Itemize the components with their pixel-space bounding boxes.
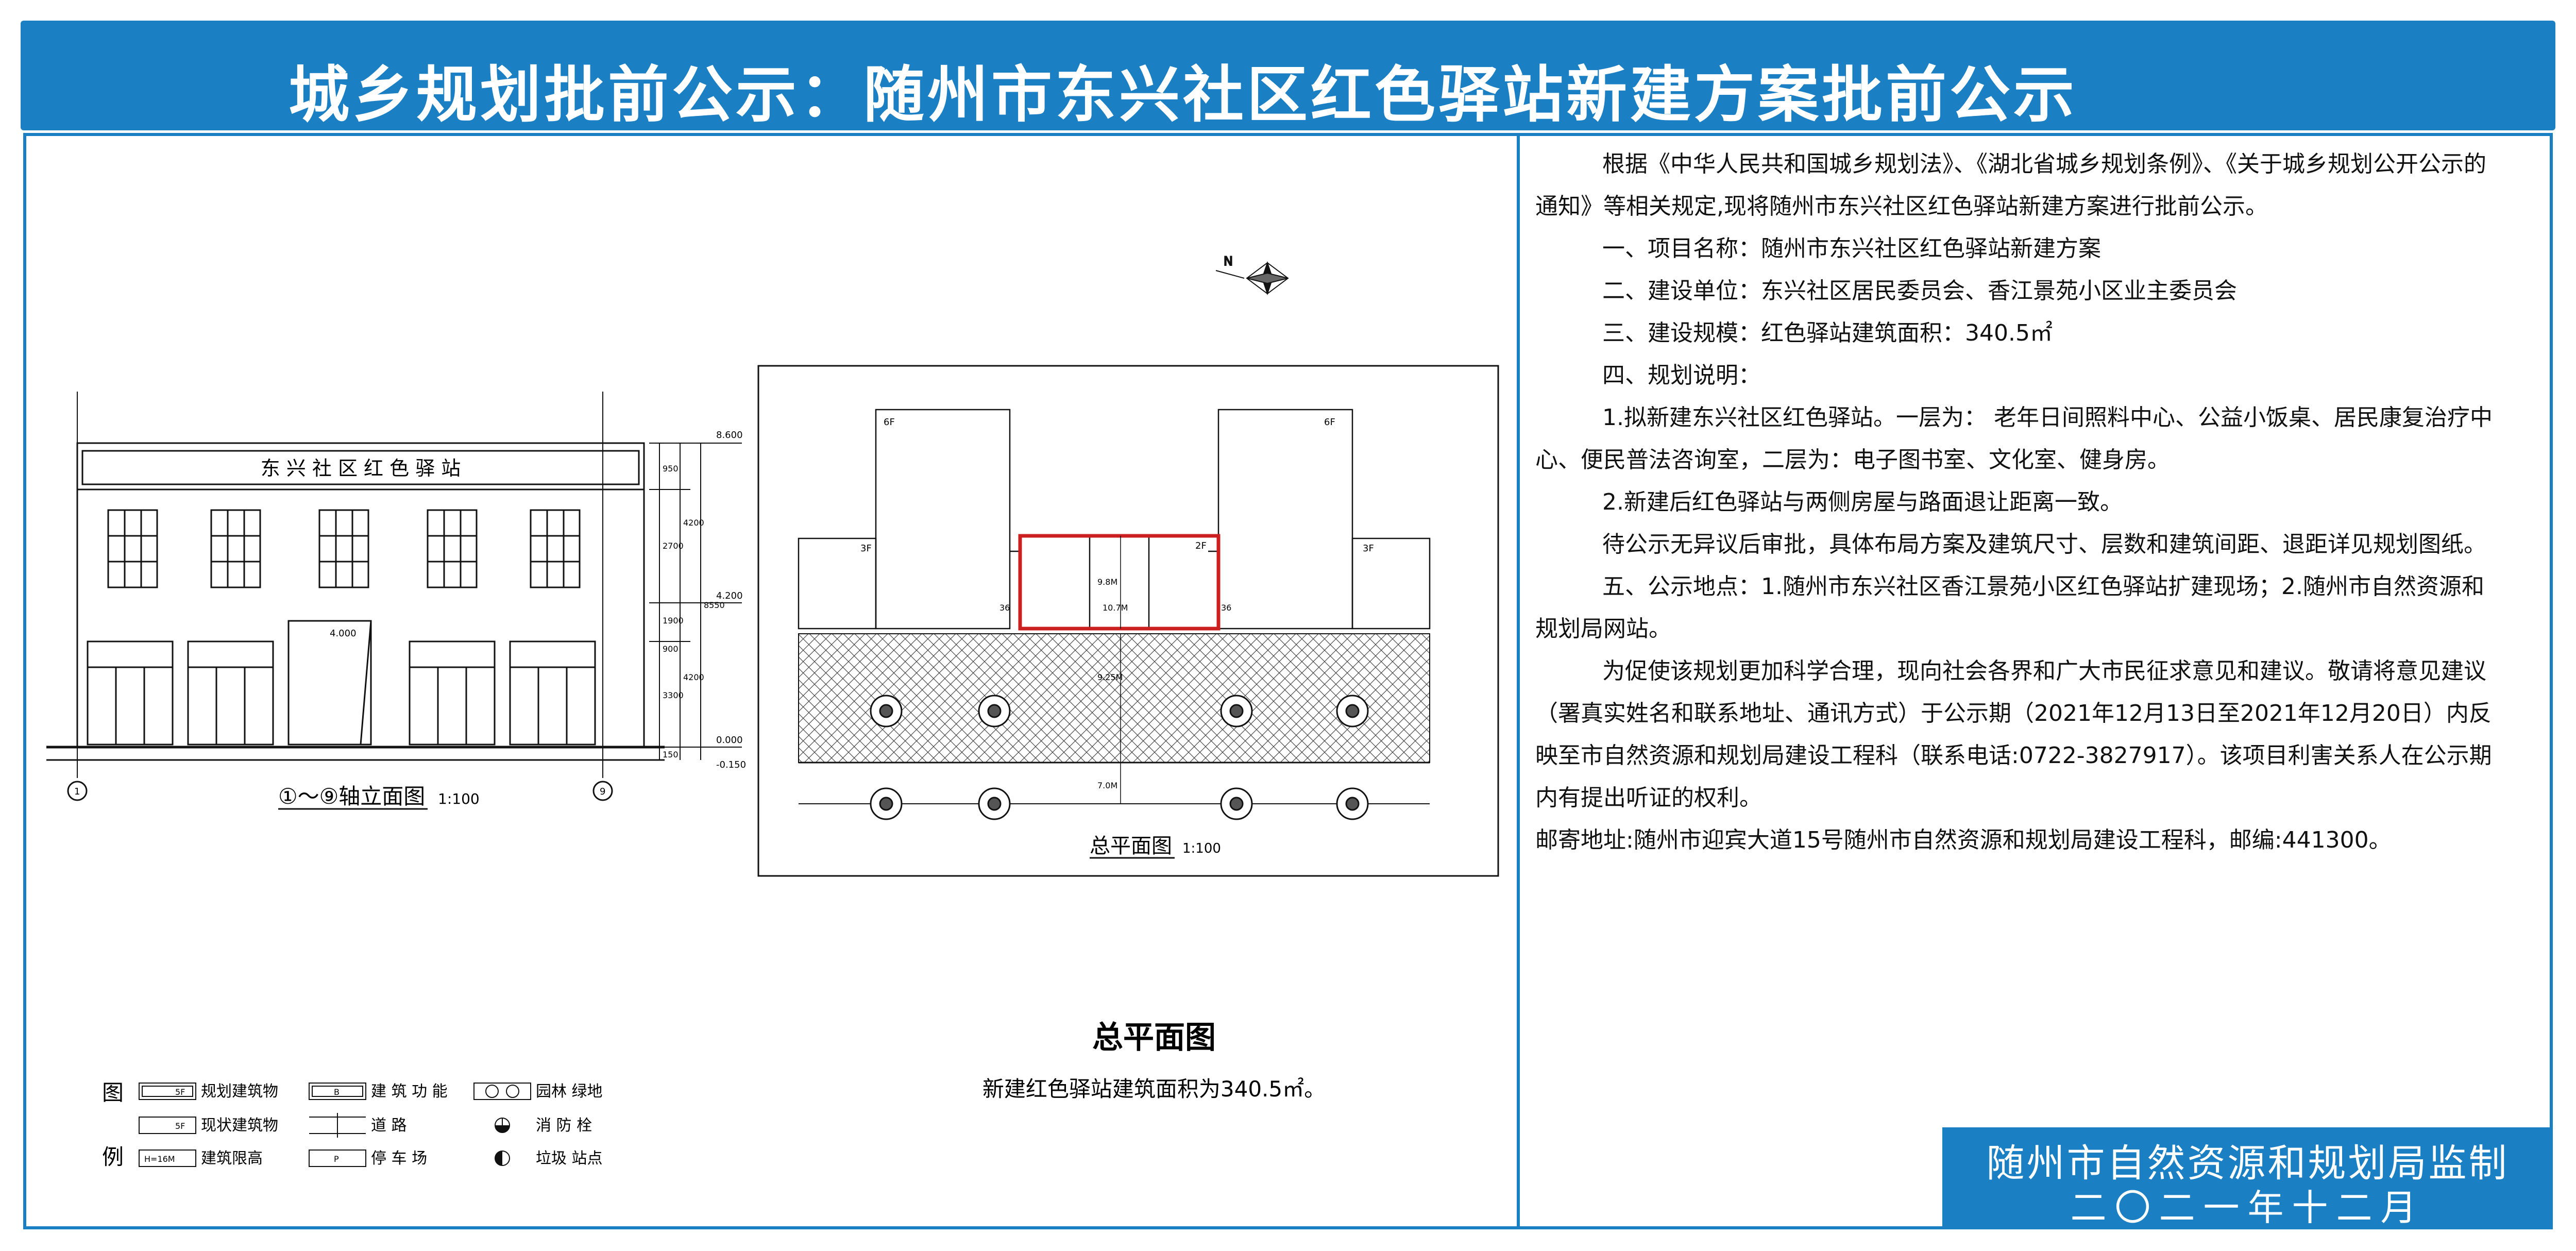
legend-label-8: 消 防 栓 <box>536 1117 592 1135</box>
site-plan-scale: 1:100 <box>1182 841 1221 856</box>
plan-caption-title: 总平面图 <box>1092 1020 1216 1056</box>
level-door: 4.000 <box>330 628 357 639</box>
dim-6: 150 <box>663 750 679 759</box>
upper-windows <box>107 509 581 588</box>
elevation-caption: ①～⑨轴立面图 <box>278 784 425 809</box>
notice-feedback: 为促使该规划更加科学合理，现向社会各界和广大市民征求意见和建议。敬请将意见建议（… <box>1535 658 2492 811</box>
notice-item-4-2: 2.新建后红色驿站与两侧房屋与路面退让距离一致。 <box>1602 489 2123 515</box>
floors-left-high: 6F <box>884 417 895 428</box>
notice-item-3: 三、建设规模：红色驿站建筑面积：340.5㎡ <box>1602 320 2053 346</box>
dim-total-lower: 4200 <box>683 672 704 682</box>
building-right-high <box>1217 409 1353 630</box>
elevation-scale: 1:100 <box>438 790 480 807</box>
axis-marker-left <box>67 781 88 801</box>
svg-text:N: N <box>1224 254 1233 268</box>
dim-total: 8550 <box>704 600 725 610</box>
dim-street: 7.0M <box>1097 781 1117 790</box>
content-frame <box>23 133 2553 1229</box>
legend-sym-3: H=16M <box>144 1154 175 1164</box>
floors-left-low: 3F <box>860 543 872 554</box>
legend-label-3: 建筑限高 <box>201 1149 263 1168</box>
building-right-low <box>1351 537 1431 630</box>
dim-total-upper: 4200 <box>683 518 704 528</box>
legend-label-4: 建 筑 功 能 <box>371 1083 448 1101</box>
elevation-drawing: 东 兴 社 区 红 色 驿 站 4.000 8.600 4.200 0.000 … <box>46 392 746 810</box>
dim-side-right: 36 <box>1221 603 1231 613</box>
dim-5: 3300 <box>663 690 684 700</box>
level-mid: 4.200 <box>716 590 743 601</box>
axis-label-right: 9 <box>600 786 605 797</box>
legend-label-5: 道 路 <box>371 1117 407 1135</box>
paved-area <box>798 633 1430 763</box>
legend-label-9: 垃圾 站点 <box>536 1149 603 1168</box>
legend-label-1: 规划建筑物 <box>201 1083 278 1101</box>
dim-road: 9.25M <box>1097 672 1123 682</box>
notice-item-5: 五、公示地点：1.随州市东兴社区香江景苑小区红色驿站扩建现场；2.随州市自然资源… <box>1535 573 2484 642</box>
notice-item-1: 一、项目名称：随州市东兴社区红色驿站新建方案 <box>1602 235 2101 262</box>
level-top: 8.600 <box>716 430 743 441</box>
dim-setback: 9.8M <box>1097 577 1117 587</box>
title-banner: 城乡规划批前公示：随州市东兴社区红色驿站新建方案批前公示 <box>21 21 2555 130</box>
legend-sym-2: 5F <box>175 1121 185 1131</box>
site-plan-caption: 总平面图 <box>1090 834 1172 858</box>
legend-sym-1: 5F <box>175 1087 185 1097</box>
legend-label-6: 停 车 场 <box>371 1149 427 1168</box>
elevation-sign: 东 兴 社 区 红 色 驿 站 <box>261 457 461 480</box>
north-arrow-icon: N <box>1215 253 1289 296</box>
ground-floor-doors <box>87 620 596 746</box>
site-plan-drawing: N <box>757 253 1499 877</box>
page-title: 城乡规划批前公示：随州市东兴社区红色驿站新建方案批前公示 <box>289 59 2078 130</box>
notice-address: 邮寄地址:随州市迎宾大道15号随州市自然资源和规划局建设工程科，邮编:44130… <box>1535 827 2392 853</box>
issue-date: 二〇二一年十二月 <box>2070 1187 2425 1229</box>
level-base: -0.150 <box>716 759 746 770</box>
notice-item-4-1: 1.拟新建东兴社区红色驿站。一层为： 老年日间照料中心、公益小饭桌、居民康复治疗… <box>1535 404 2493 473</box>
floors-new: 2F <box>1195 540 1207 551</box>
legend-label-7: 园林 绿地 <box>536 1083 603 1101</box>
floors-right-low: 3F <box>1363 543 1374 554</box>
level-ground: 0.000 <box>716 735 743 746</box>
floors-right-high: 6F <box>1324 417 1335 428</box>
axis-label-left: 1 <box>74 786 80 797</box>
notice-intro: 根据《中华人民共和国城乡规划法》、《湖北省城乡规划条例》、《关于城乡规划公开公示… <box>1535 151 2486 219</box>
issuer-stamp: 随州市自然资源和规划局监制 二〇二一年十二月 <box>1942 1127 2553 1229</box>
tree-icons <box>870 695 1369 820</box>
dim-3: 1900 <box>663 616 684 626</box>
legend-sym-6: P <box>334 1154 339 1164</box>
dim-4: 900 <box>663 644 679 654</box>
legend-heading-1: 图 <box>102 1080 124 1105</box>
dim-2: 2700 <box>663 541 684 551</box>
notice-text: 根据《中华人民共和国城乡规划法》、《湖北省城乡规划条例》、《关于城乡规划公开公示… <box>1535 143 2494 861</box>
legend: 图 例 5F 5F H=16M B P 规划建筑物 现状建筑物 建筑限高 建 筑… <box>102 1080 603 1170</box>
dim-side-left: 36 <box>999 603 1010 613</box>
new-station-highlight <box>1018 534 1221 631</box>
notice-item-2: 二、建设单位：东兴社区居民委员会、香江景苑小区业主委员会 <box>1602 278 2237 304</box>
legend-label-2: 现状建筑物 <box>201 1117 278 1135</box>
column-divider <box>1517 133 1520 1229</box>
notice-item-4: 四、规划说明： <box>1602 362 1761 388</box>
plan-caption-subtitle: 新建红色驿站建筑面积为340.5㎡。 <box>982 1076 1326 1102</box>
legend-heading-2: 例 <box>102 1144 124 1170</box>
dim-width: 10.7M <box>1103 603 1128 613</box>
legend-sym-4: B <box>334 1087 340 1097</box>
dim-1: 950 <box>663 464 679 474</box>
building-left-low <box>798 537 877 630</box>
notice-pending: 待公示无异议后审批，具体布局方案及建筑尺寸、层数和建筑间距、退距详见规划图纸。 <box>1602 531 2486 557</box>
building-left-high <box>875 409 1011 630</box>
axis-marker-right <box>592 781 613 801</box>
issuer-name: 随州市自然资源和规划局监制 <box>1986 1141 2509 1186</box>
